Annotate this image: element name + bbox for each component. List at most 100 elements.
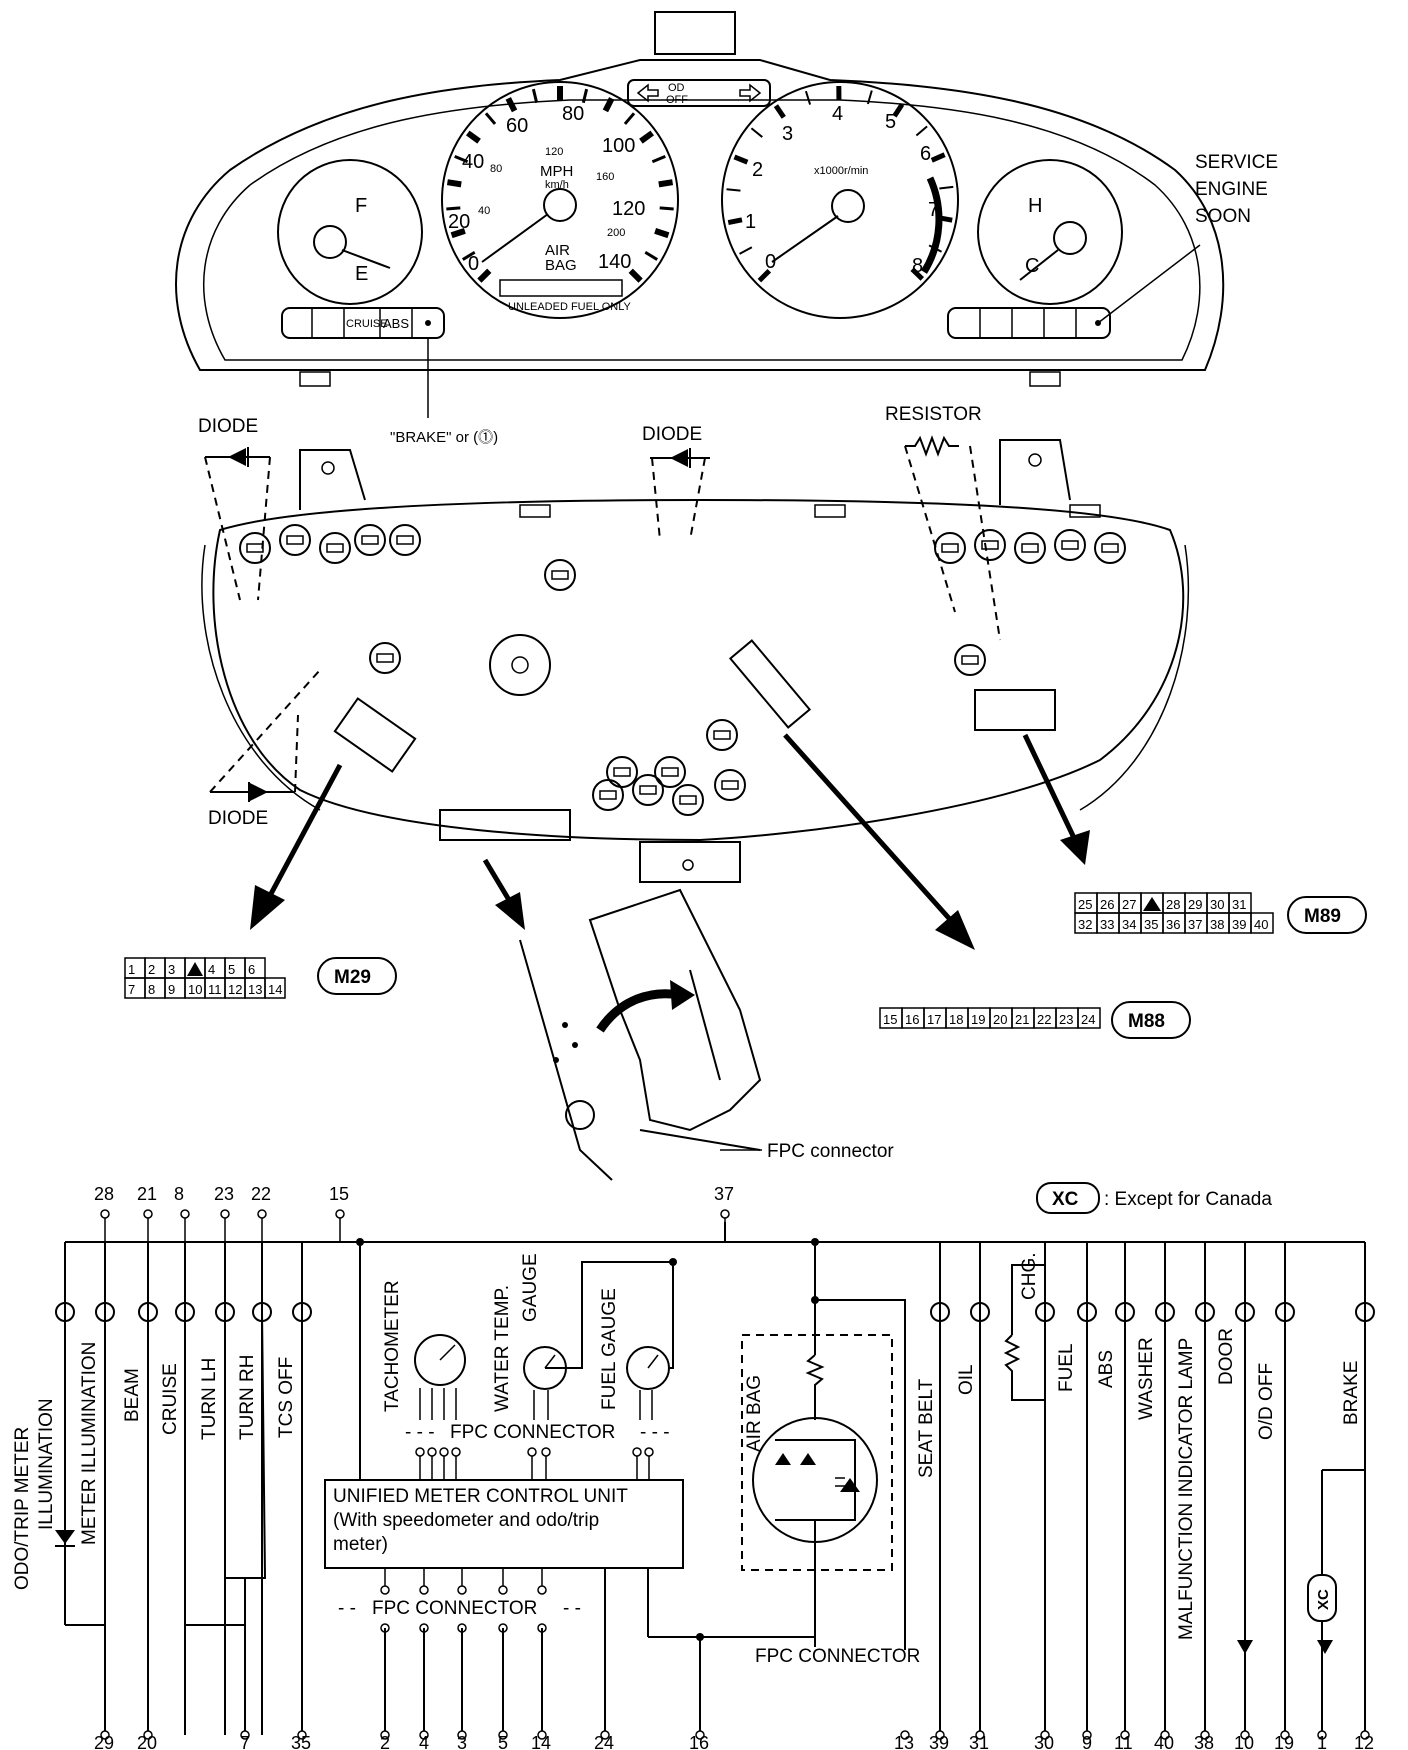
air-bag-module <box>741 1334 893 1571</box>
unified-meter-control-unit <box>324 1479 684 1569</box>
lamp-label-1: ILLUMINATION <box>36 1398 57 1530</box>
bottom-pin-16: 16 <box>689 1733 709 1750</box>
fpc-detail: FPC connector <box>519 888 894 1181</box>
m88-name: M88 <box>1128 1011 1165 1032</box>
speedo-mph-0: 0 <box>468 253 479 275</box>
bottom-pin-5: 5 <box>498 1733 508 1750</box>
lamp-label-9: OIL <box>956 1364 977 1395</box>
m88-pin-20: 20 <box>993 1012 1007 1027</box>
speedo-kmh-120: 120 <box>545 146 563 158</box>
xc-legend-badge <box>1036 1182 1100 1214</box>
m29-pin-4: 4 <box>208 962 215 977</box>
m29-pin-14: 14 <box>268 982 282 997</box>
bottom-pin-24: 24 <box>594 1733 614 1750</box>
diode-label-1: DIODE <box>198 416 258 437</box>
top-pin-37: 37 <box>714 1184 734 1204</box>
speedo-mph-100: 100 <box>602 135 635 157</box>
bottom-pin-38: 38 <box>1194 1733 1214 1750</box>
lamp-6 <box>292 1302 312 1322</box>
temp-h-label: H <box>1028 195 1042 217</box>
tach-7: 7 <box>928 199 939 221</box>
temp-gauge <box>977 159 1123 305</box>
speedo-unit: MPH <box>540 163 573 180</box>
bottom-pin-35: 35 <box>291 1733 311 1750</box>
lamp-12 <box>1155 1302 1175 1322</box>
m88-pin-16: 16 <box>905 1012 919 1027</box>
service-text-1: SERVICE <box>1195 152 1278 173</box>
m89-pin-34: 34 <box>1122 917 1136 932</box>
speedo-mph-20: 20 <box>448 211 470 233</box>
cruise-lamp-text: CRUISE <box>346 318 388 330</box>
m29-pin-12: 12 <box>228 982 242 997</box>
brake-note: "BRAKE" or (⓵) <box>390 429 498 446</box>
od-text: OD <box>668 82 685 94</box>
lamp-15 <box>1275 1302 1295 1322</box>
m88-pin-22: 22 <box>1037 1012 1051 1027</box>
tach-1: 1 <box>745 211 756 233</box>
tach-6: 6 <box>920 143 931 165</box>
speedo-kmh-200: 200 <box>607 227 625 239</box>
speedo-mph-40: 40 <box>462 151 484 173</box>
bottom-pin-10: 10 <box>1234 1733 1254 1750</box>
lamp-2 <box>138 1302 158 1322</box>
lamp-label-7: TCS OFF <box>276 1357 297 1438</box>
abs-lamp-text: ABS <box>383 316 409 331</box>
service-text-3: SOON <box>1195 206 1251 227</box>
fpc-connector-label: FPC connector <box>767 1141 894 1162</box>
bottom-pin-4: 4 <box>419 1733 429 1750</box>
diode-label-2: DIODE <box>642 424 702 445</box>
m29-pin-3: 3 <box>168 962 175 977</box>
lamp-label-17: BRAKE <box>1341 1361 1362 1425</box>
lamp-14 <box>1235 1302 1255 1322</box>
m88-pin-17: 17 <box>927 1012 941 1027</box>
m88-pin-23: 23 <box>1059 1012 1073 1027</box>
fuel-f-label: F <box>355 195 367 217</box>
tach-2: 2 <box>752 159 763 181</box>
top-pin-28: 28 <box>94 1184 114 1204</box>
m88-pin-18: 18 <box>949 1012 963 1027</box>
top-pin-21: 21 <box>137 1184 157 1204</box>
m29-pin-8: 8 <box>148 982 155 997</box>
m89-pin-26: 26 <box>1100 897 1114 912</box>
bottom-pin-2: 2 <box>380 1733 390 1750</box>
m29-pin-9: 9 <box>168 982 175 997</box>
m89-pin-38: 38 <box>1210 917 1224 932</box>
lamp-1 <box>95 1302 115 1322</box>
top-pin-23: 23 <box>214 1184 234 1204</box>
speedo-unit-sub: km/h <box>545 179 569 191</box>
m88-pin-21: 21 <box>1015 1012 1029 1027</box>
bottom-pin-7: 7 <box>240 1733 250 1750</box>
m29-pin-13: 13 <box>248 982 262 997</box>
bottom-pin-20: 20 <box>137 1733 157 1750</box>
speedo-mph-140: 140 <box>598 251 631 273</box>
lamp-label-14: MALFUNCTION INDICATOR LAMP <box>1176 1338 1197 1640</box>
fuel-gauge-label: FUEL GAUGE <box>599 1288 620 1410</box>
lamp-label-3: BEAM <box>122 1368 143 1422</box>
m89-pin-32: 32 <box>1078 917 1092 932</box>
water-temp-label: WATER TEMP. <box>492 1285 513 1412</box>
airbag-text-2: BAG <box>545 257 577 274</box>
top-pin-8: 8 <box>174 1184 184 1204</box>
speedo-mph-80: 80 <box>562 103 584 125</box>
bottom-pin-31: 31 <box>969 1733 989 1750</box>
resistor-label: RESISTOR <box>885 404 982 425</box>
lamp-label-11: FUEL <box>1056 1343 1077 1392</box>
fpc-caps-lower-text: FPC CONNECTOR <box>372 1598 537 1619</box>
bottom-pin-13: 13 <box>894 1733 914 1750</box>
xc-badge-text: XC <box>1315 1589 1332 1610</box>
service-text-2: ENGINE <box>1195 179 1268 200</box>
bottom-pin-3: 3 <box>457 1733 467 1750</box>
m89-pin-39: 39 <box>1232 917 1246 932</box>
m29-pin-11: 11 <box>208 982 222 997</box>
unleaded-text: UNLEADED FUEL ONLY <box>508 301 632 313</box>
m89-name: M89 <box>1304 906 1341 927</box>
lamp-10 <box>1077 1302 1097 1322</box>
lamp-label-5: TURN LH <box>199 1358 220 1440</box>
